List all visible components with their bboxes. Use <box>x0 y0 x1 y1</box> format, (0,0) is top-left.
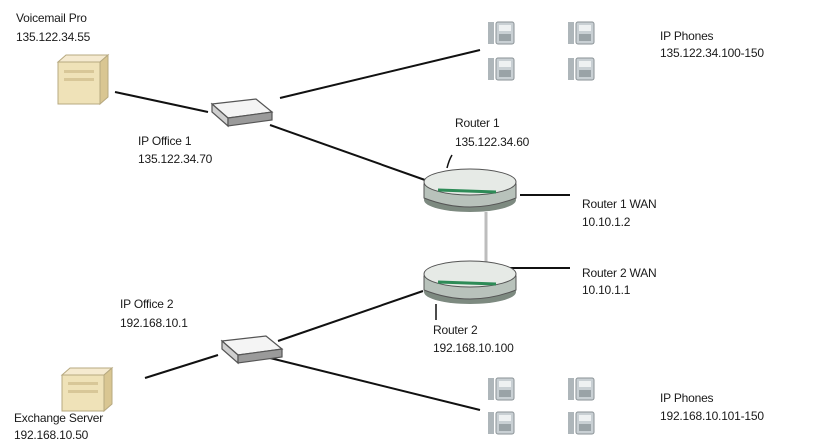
ip-office-1-name: IP Office 1 <box>138 134 192 148</box>
ip-phone-icon <box>487 57 515 81</box>
exchange-server-icon <box>60 366 114 413</box>
ip-phones-2-range: 192.168.10.101-150 <box>660 409 764 423</box>
link-router2-ipoffice2 <box>277 290 424 342</box>
ip-phone-icon <box>567 377 595 401</box>
link-ipoffice2-exchange <box>144 354 219 379</box>
ip-phones-2-group <box>487 377 595 435</box>
router-1-name: Router 1 <box>455 116 500 130</box>
router-2-wan-name: Router 2 WAN <box>582 266 657 280</box>
ip-office-1-icon <box>210 98 274 128</box>
router-1-ip: 135.122.34.60 <box>455 135 530 149</box>
link-ipoffice1-phones1 <box>279 49 481 99</box>
ip-office-2-icon <box>220 335 284 365</box>
ip-office-2-ip: 192.168.10.1 <box>120 316 188 330</box>
voicemail-server-icon <box>56 53 110 106</box>
link-voicemail-ipoffice1 <box>114 91 209 113</box>
ip-phone-icon <box>487 377 515 401</box>
exchange-server-name: Exchange Server <box>14 411 104 425</box>
router-1-icon <box>423 168 517 212</box>
ip-phone-icon <box>567 21 595 45</box>
ip-phones-1-group <box>487 21 595 81</box>
voicemail-pro-ip: 135.122.34.55 <box>16 30 91 44</box>
link-ipoffice2-phones2 <box>269 357 481 411</box>
connections <box>114 49 570 411</box>
router-1-wan-name: Router 1 WAN <box>582 197 657 211</box>
ip-phone-icon <box>567 57 595 81</box>
router-2-name: Router 2 <box>433 323 478 337</box>
router1-label-pointer <box>446 154 453 169</box>
ip-phone-icon <box>567 411 595 435</box>
router-2-ip: 192.168.10.100 <box>433 341 514 355</box>
ip-phones-1-range: 135.122.34.100-150 <box>660 46 764 60</box>
voicemail-pro-name: Voicemail Pro <box>16 11 87 25</box>
exchange-server-ip: 192.168.10.50 <box>14 428 89 442</box>
ip-office-2-name: IP Office 2 <box>120 297 174 311</box>
link-ipoffice1-router1 <box>269 124 426 181</box>
ip-phone-icon <box>487 411 515 435</box>
ip-phones-2-name: IP Phones <box>660 391 714 405</box>
ip-phones-1-name: IP Phones <box>660 29 714 43</box>
router-2-wan-ip: 10.10.1.1 <box>582 283 631 297</box>
router-2-icon <box>423 260 517 304</box>
ip-phone-icon <box>487 21 515 45</box>
router-1-wan-ip: 10.10.1.2 <box>582 215 631 229</box>
ip-office-1-ip: 135.122.34.70 <box>138 152 213 166</box>
